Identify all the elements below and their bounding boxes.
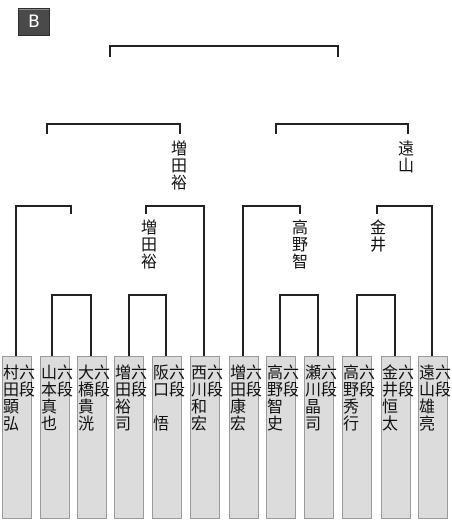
winner-label-semi-right: 遠山: [395, 140, 414, 174]
player-rank: 六段: [432, 364, 451, 398]
bracket-q1: [15, 205, 72, 356]
player-cell: 金井恒太六段: [379, 356, 414, 519]
player-cell: 阪口 悟六段: [150, 356, 185, 519]
block-label-badge: B: [18, 8, 50, 36]
player-rank: 六段: [91, 364, 110, 398]
player-name: 遠山雄亮: [416, 364, 435, 432]
player-cell: 高野智史六段: [264, 356, 299, 519]
player-cell: 西川和宏六段: [188, 356, 223, 519]
player-cell: 大橋貴洸六段: [75, 356, 110, 519]
winner-label-r1-match2: 増田裕: [138, 219, 157, 270]
player-name: 阪口 悟: [150, 364, 169, 432]
bracket-q4: [376, 205, 433, 356]
bracket-q3: [242, 205, 301, 356]
winner-label-semi-left: 増田裕: [168, 140, 187, 191]
player-name: 増田康宏: [227, 364, 246, 432]
player-name: 増田裕司: [112, 364, 131, 432]
bracket-r1-m2: [128, 294, 167, 356]
player-cell: 増田裕司六段: [112, 356, 147, 519]
bracket-r1-m1: [51, 294, 92, 356]
bracket-r1-m3: [279, 294, 319, 356]
player-rank: 六段: [204, 364, 223, 398]
bracket-semi-right: [275, 123, 409, 134]
player-name: 大橋貴洸: [75, 364, 94, 432]
player-cell: 山本真也六段: [38, 356, 73, 519]
player-rank: 六段: [128, 364, 147, 398]
player-rank: 六段: [318, 364, 337, 398]
player-cell: 瀬川晶司六段: [302, 356, 337, 519]
player-rank: 六段: [16, 364, 35, 398]
bracket-final: [109, 45, 339, 57]
player-cell: 遠山雄亮六段: [416, 356, 451, 519]
player-name: 西川和宏: [188, 364, 207, 432]
player-name: 村田顕弘: [0, 364, 19, 432]
player-rank: 六段: [395, 364, 414, 398]
player-name: 高野秀行: [340, 364, 359, 432]
player-rank: 六段: [243, 364, 262, 398]
player-cell: 増田康宏六段: [227, 356, 262, 519]
bracket-q2: [145, 205, 205, 356]
player-cell: 高野秀行六段: [340, 356, 375, 519]
player-name: 山本真也: [38, 364, 57, 432]
player-name: 高野智史: [264, 364, 283, 432]
bracket-semi-left: [46, 123, 181, 134]
player-rank: 六段: [54, 364, 73, 398]
winner-label-r1-match3: 高野智: [289, 219, 308, 270]
player-rank: 六段: [356, 364, 375, 398]
winner-label-r1-match4: 金井: [367, 219, 386, 253]
player-name: 金井恒太: [379, 364, 398, 432]
player-rank: 六段: [280, 364, 299, 398]
bracket-r1-m4: [356, 294, 396, 356]
player-cell: 村田顕弘六段: [0, 356, 35, 519]
player-rank: 六段: [166, 364, 185, 398]
player-name: 瀬川晶司: [302, 364, 321, 432]
